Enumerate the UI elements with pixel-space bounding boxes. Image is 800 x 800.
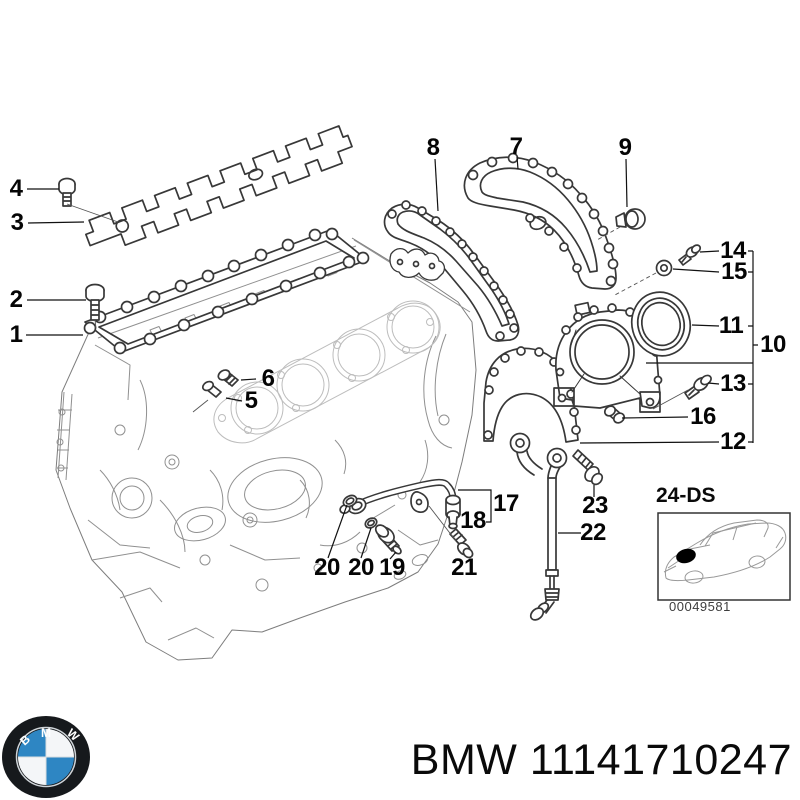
lower-timing-gasket (483, 346, 581, 443)
part-callout-4: 4 (9, 175, 23, 202)
screw-plug-4 (58, 177, 76, 207)
dowel-16 (603, 405, 626, 424)
part-callout-3: 3 (10, 209, 24, 236)
part-callout-22: 22 (580, 519, 606, 546)
logo-letter-m: M (41, 726, 51, 740)
bolt-21 (449, 528, 474, 559)
part-callout-9: 9 (618, 134, 632, 161)
bolt-23 (572, 449, 604, 486)
part-callout-13: 13 (720, 370, 746, 397)
o-ring-20a (342, 494, 358, 508)
timing-cover-gasket-right (463, 152, 619, 290)
part-callout-15: 15 (721, 258, 747, 285)
part-callout-6: 6 (261, 365, 275, 392)
part-callout-10: 10 (760, 331, 786, 358)
part-callout-8: 8 (426, 134, 440, 161)
part-callout-5: 5 (244, 387, 258, 414)
leader-lines (26, 156, 758, 560)
part-callout-20: 20 (348, 554, 374, 581)
plug-18 (446, 510, 460, 530)
bolt-9 (615, 208, 646, 230)
washer-15 (655, 259, 673, 277)
gasket7-bolt-holes (467, 152, 619, 287)
chain-guide-clip (389, 247, 446, 281)
clip-hole (412, 260, 420, 268)
timing-cover-gasket-left (383, 200, 520, 342)
clip-hole (428, 262, 436, 270)
part-number-title: BMW 11141710247 (411, 736, 792, 785)
part-callout-7: 7 (509, 133, 523, 160)
bolt-2 (85, 283, 105, 321)
inset-title: 24-DS (656, 484, 716, 507)
bmw-logo: B M W (2, 716, 90, 798)
valley-pan-gasket (85, 125, 353, 247)
part-callout-1: 1 (9, 321, 23, 348)
oil-hose-assembly (509, 432, 568, 621)
part-callout-23: 23 (582, 492, 608, 519)
part-callout-14: 14 (720, 237, 746, 264)
dowel-5 (201, 380, 222, 398)
part-number: 11141710247 (529, 736, 792, 784)
bedplate-gasket (83, 227, 370, 355)
fitting-19 (374, 524, 402, 555)
part-callout-17: 17 (493, 490, 519, 517)
clip-hole (396, 258, 404, 266)
crankshaft-seal-ring (630, 291, 692, 357)
bolt-14 (678, 244, 702, 266)
o-ring-20b (364, 517, 378, 529)
inset-image-code: 00049581 (669, 599, 731, 614)
brand-name: BMW (410, 736, 518, 784)
part-callout-20: 20 (314, 554, 340, 581)
part-callout-16: 16 (690, 403, 716, 430)
part-callout-18: 18 (460, 507, 486, 534)
location-dot (676, 548, 696, 564)
dowel-6 (217, 369, 239, 387)
gasket8-bolt-holes (387, 200, 519, 341)
part-callout-12: 12 (720, 428, 746, 455)
bolt-13 (684, 374, 712, 400)
car-sketch (663, 519, 787, 584)
gasket-bolt-bosses (83, 227, 370, 355)
vehicle-locator-inset (657, 512, 791, 601)
part-callout-19: 19 (379, 554, 405, 581)
part-callout-21: 21 (451, 554, 477, 581)
part-callout-11: 11 (718, 312, 744, 339)
head-gasket-pattern (213, 300, 441, 444)
gasket12-bolt-ears (483, 346, 581, 440)
part-callout-2: 2 (9, 286, 23, 313)
